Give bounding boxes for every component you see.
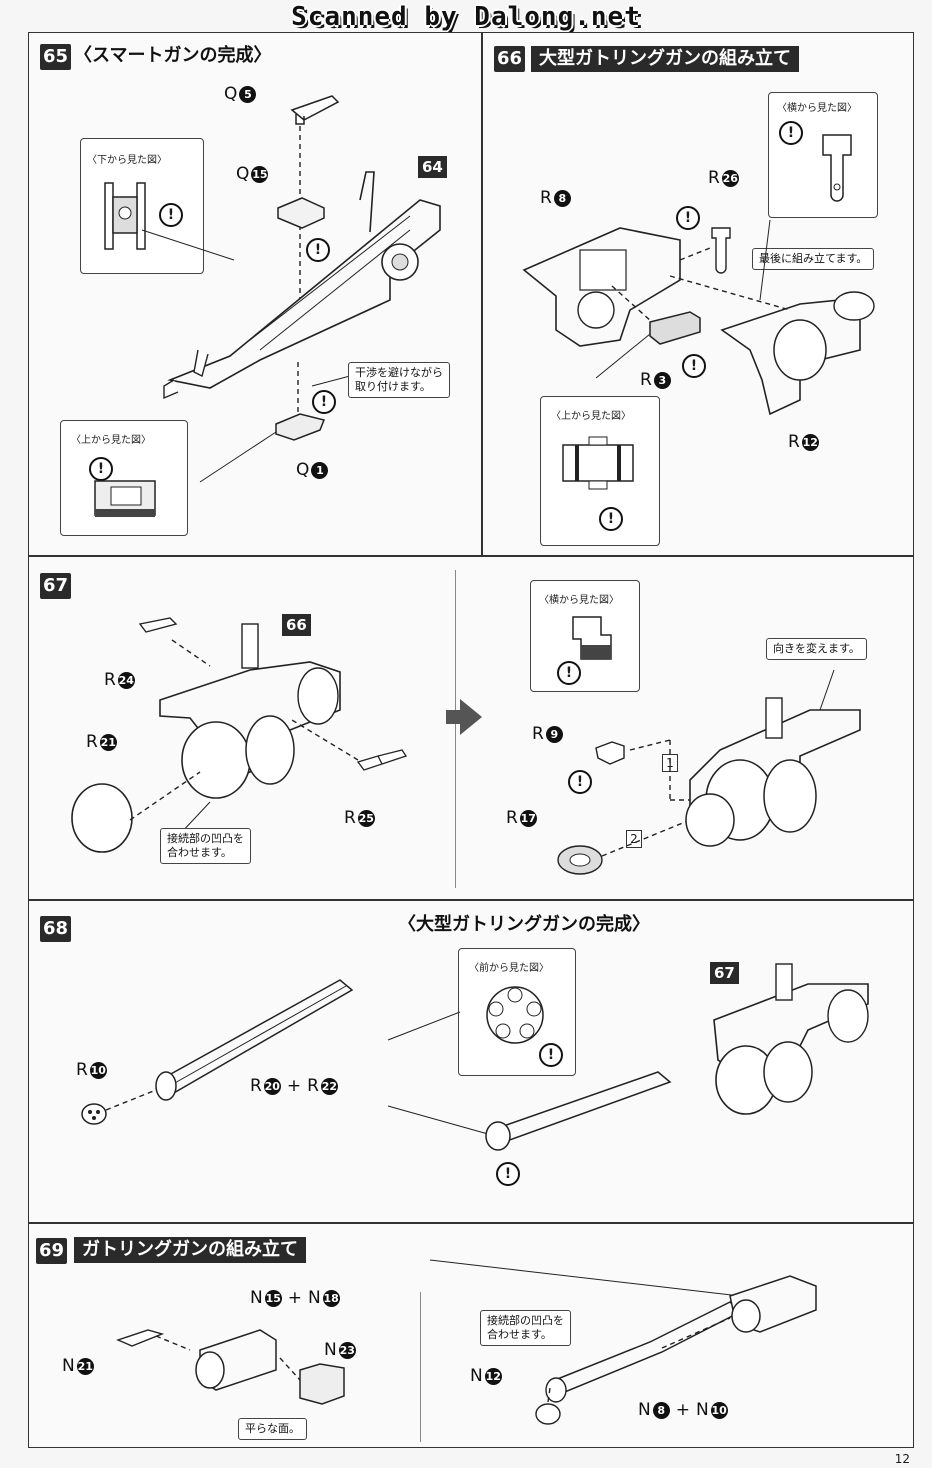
divider-row1 (29, 555, 913, 557)
front-view-part-drawing (486, 986, 544, 1044)
note-line: 接続部の凹凸を (167, 832, 244, 845)
reference-tag-64: 64 (418, 156, 447, 178)
top-view-caption: 〈上から見た図〉 (551, 411, 631, 422)
warning-icon: ! (312, 390, 336, 414)
bottom-view-caption: 〈下から見た図〉 (87, 155, 167, 166)
top-view-callout-66: 〈上から見た図〉 ! (540, 396, 660, 546)
note-line: 干渉を避けながら (355, 366, 443, 379)
note-line: 合わせます。 (167, 846, 232, 859)
step-68-number: 68 (40, 916, 72, 942)
step-67-left-note: 接続部の凹凸を 合わせます。 (160, 828, 251, 864)
divider-row2 (29, 899, 913, 901)
reference-tag-67: 67 (710, 962, 739, 984)
page-number: 12 (894, 1452, 910, 1466)
plus-sign: + (286, 1076, 302, 1096)
divider-67-inner (455, 570, 456, 888)
top-view-caption: 〈上から見た図〉 (71, 435, 151, 446)
step-66-note: 最後に組み立てます。 (752, 248, 875, 270)
bottom-view-callout: 〈下から見た図〉 ! (80, 138, 204, 274)
front-view-callout: 〈前から見た図〉 ! (458, 948, 576, 1076)
step-69-left-note: 平らな面。 (238, 1418, 307, 1440)
side-view-callout-66: 〈横から見た図〉 ! (768, 92, 878, 218)
step-66-number: 66 (494, 46, 526, 72)
warning-icon: ! (539, 1043, 563, 1067)
front-view-caption: 〈前から見た図〉 (469, 963, 549, 974)
step-arrow-stem (446, 710, 460, 724)
step-65-number: 65 (40, 44, 72, 70)
top-view-part-drawing (562, 436, 634, 490)
side-view-part-drawing (822, 134, 852, 202)
side-view-callout-67: 〈横から見た図〉 ! (530, 580, 640, 692)
warning-icon: ! (568, 770, 592, 794)
step-69-left-drawing (116, 1329, 345, 1405)
warning-icon: ! (599, 507, 623, 531)
step-69-right-note: 接続部の凹凸を 合わせます。 (480, 1310, 571, 1346)
step-65-title: 〈スマートガンの完成〉 (74, 45, 272, 66)
step-68-barrel-drawing (81, 979, 354, 1125)
gatling-assembly-drawing (522, 219, 875, 416)
note-line: 取り付けます。 (355, 380, 431, 393)
step-67-number: 67 (40, 573, 72, 599)
side-view-part-drawing (572, 616, 612, 660)
step-69-inner-divider (420, 1292, 421, 1442)
warning-icon: ! (682, 354, 706, 378)
step-65-note: 干渉を避けながら 取り付けます。 (348, 362, 450, 398)
side-view-caption: 〈横から見た図〉 (777, 103, 857, 114)
warning-icon: ! (159, 203, 183, 227)
step-66-title: 大型ガトリングガンの組み立て (531, 46, 799, 72)
step-arrow-icon (460, 699, 482, 735)
warning-icon: ! (89, 457, 113, 481)
reference-tag-66: 66 (282, 614, 311, 636)
step-68-title: 〈大型ガトリングガンの完成〉 (398, 914, 650, 935)
step-67-left-drawing (71, 617, 408, 853)
plus-sign: + (675, 1400, 690, 1420)
warning-icon: ! (779, 121, 803, 145)
step-69-right-drawing (429, 1259, 817, 1425)
step-67-right-note: 向きを変えます。 (766, 638, 867, 660)
smart-gun-drawing (141, 95, 441, 483)
scan-header: Scanned by Dalong.net (291, 2, 641, 32)
plus-sign: + (287, 1288, 302, 1308)
top-view-part-drawing (94, 480, 156, 517)
warning-icon: ! (676, 206, 700, 230)
warning-icon: ! (557, 661, 581, 685)
divider-65-66 (481, 33, 483, 555)
top-view-callout-65: 〈上から見た図〉 ! (60, 420, 188, 536)
order-marker-2: 2 (626, 830, 642, 848)
step-68-completed-gatling (387, 963, 869, 1151)
step-69-title: ガトリングガンの組み立て (74, 1237, 306, 1263)
note-line: 接続部の凹凸を (487, 1314, 564, 1327)
step-69-number: 69 (36, 1238, 68, 1264)
warning-icon: ! (496, 1162, 520, 1186)
divider-row3 (29, 1222, 913, 1224)
note-line: 合わせます。 (487, 1328, 552, 1341)
side-view-caption: 〈横から見た図〉 (539, 595, 619, 606)
step-67-right-drawing (557, 669, 861, 875)
warning-icon: ! (306, 238, 330, 262)
bottom-view-part-drawing (104, 182, 146, 250)
